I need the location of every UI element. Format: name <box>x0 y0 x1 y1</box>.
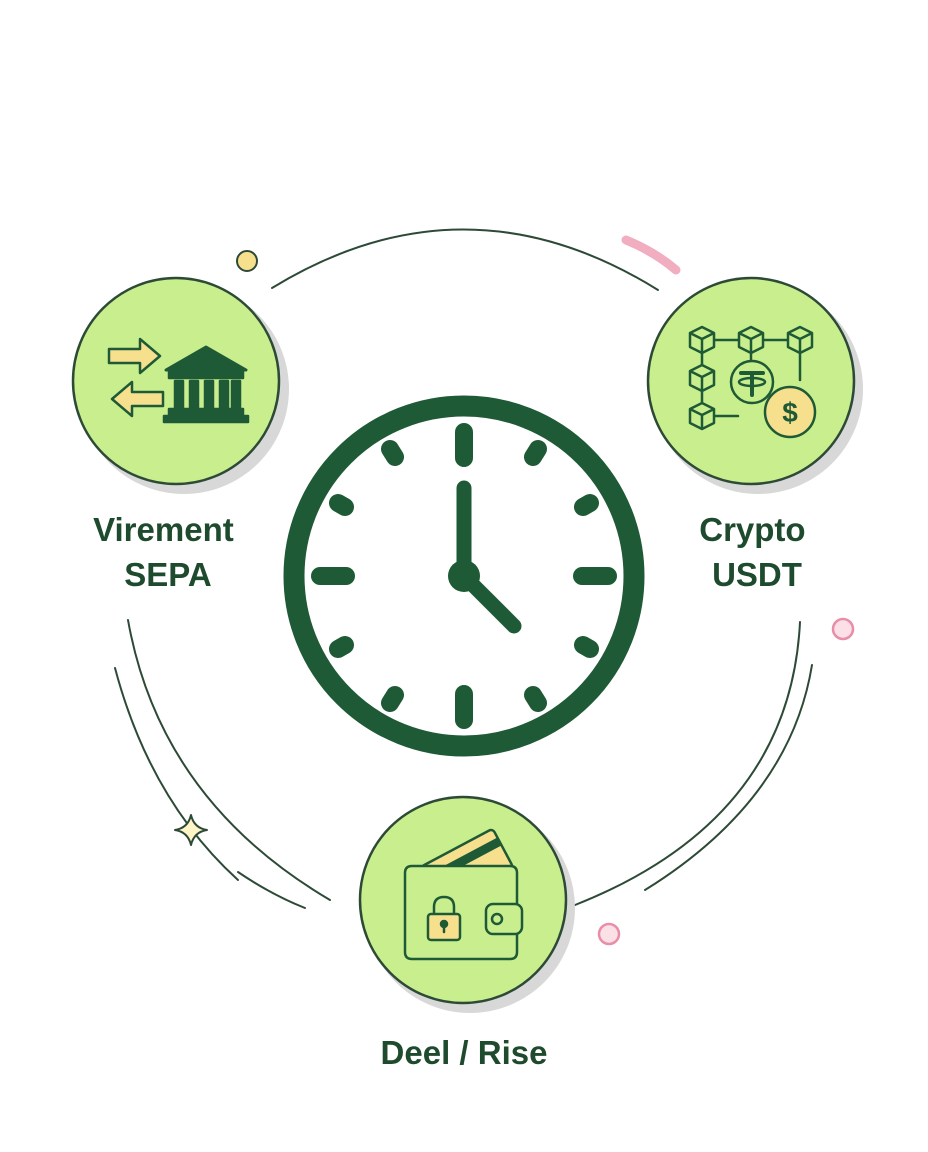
blockchain-links <box>700 338 802 418</box>
clock-ticks <box>311 423 617 729</box>
padlock-icon <box>426 895 462 942</box>
svg-text:Crypto USDT: Crypto USDT <box>699 511 815 593</box>
node-crypto-label-line-2: USDT <box>712 556 802 593</box>
locked-wallet-icon <box>403 828 524 961</box>
blockchain-usdt-icon: $ <box>688 325 817 439</box>
node-sepa: Virement SEPA <box>71 276 289 593</box>
dollar-coin-icon: $ <box>763 385 817 439</box>
block-cube-icon <box>688 325 814 431</box>
svg-text:Deel / Rise: Deel / Rise <box>381 1034 548 1071</box>
orbit-arc-left-outer <box>127 619 331 901</box>
orbit-lines <box>114 228 813 909</box>
node-deel: Deel / Rise <box>358 795 575 1071</box>
node-crypto: $ Crypto USDT <box>646 276 863 593</box>
orbit-arc-right-outer <box>574 621 801 906</box>
node-sepa-label-line-1: Virement <box>93 511 234 548</box>
pink-dot-right <box>831 617 855 641</box>
node-deel-label-line-1: Deel / Rise <box>381 1034 548 1071</box>
sparkle-icon <box>174 814 208 846</box>
arrow-left-icon <box>110 380 165 418</box>
yellow-dot <box>236 250 258 272</box>
pink-dash <box>621 235 681 275</box>
svg-text:$: $ <box>782 397 798 428</box>
wallet-clasp <box>484 902 524 936</box>
arrow-right-icon <box>107 337 162 375</box>
bank-transfer-icon <box>107 337 250 424</box>
orbit-arc-top <box>271 228 659 291</box>
pink-dot-bottom <box>597 922 621 946</box>
orbit-arc-right-inner <box>644 664 813 891</box>
node-crypto-label-line-1: Crypto <box>699 511 805 548</box>
node-sepa-label-line-2: SEPA <box>124 556 211 593</box>
bank-icon <box>162 345 250 424</box>
usdt-coin-icon <box>729 359 775 405</box>
clock-icon <box>283 395 645 757</box>
decorations <box>174 235 855 946</box>
wallet-button <box>490 912 504 926</box>
orbit-arc-left-short <box>237 871 306 909</box>
clock-center <box>448 560 480 592</box>
svg-text:Virement SEPA: Virement SEPA <box>93 511 243 593</box>
orbit-arc-left-inner <box>114 667 239 881</box>
